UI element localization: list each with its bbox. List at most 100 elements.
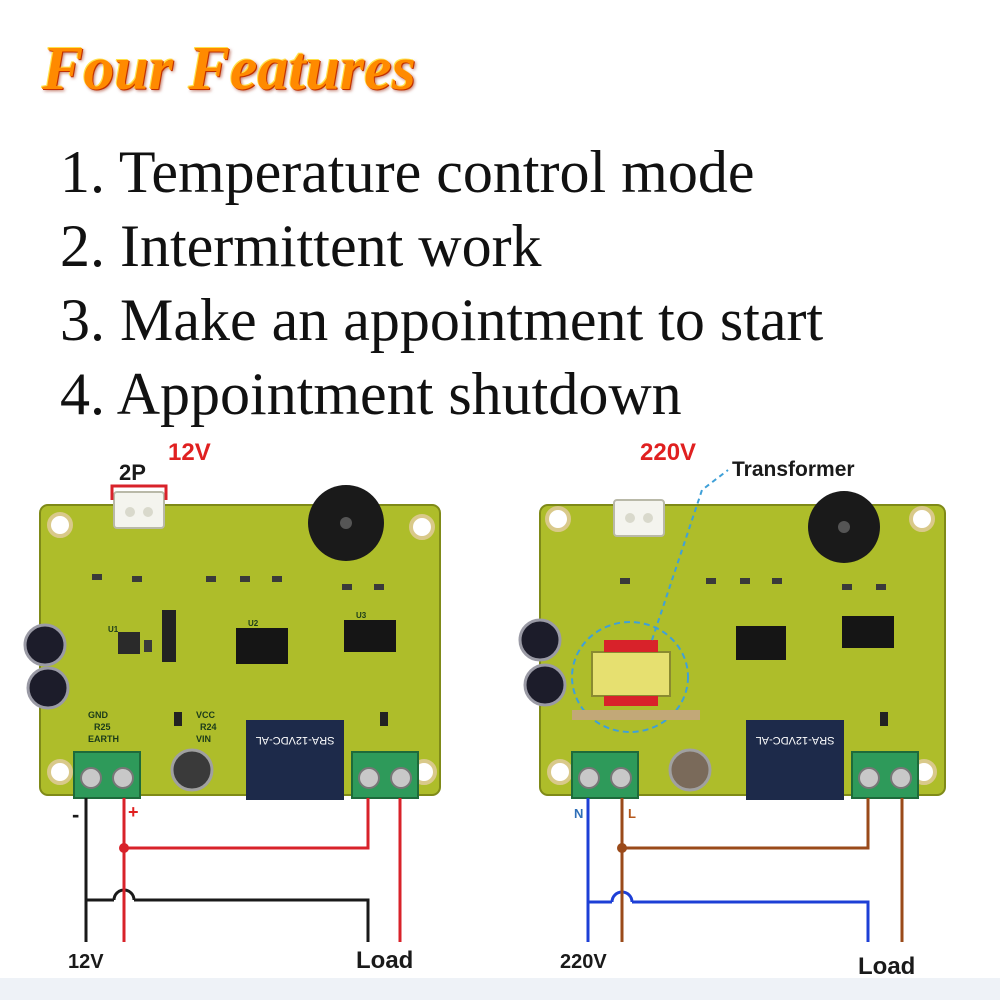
smd-part — [772, 578, 782, 584]
pcb-label: VIN — [196, 734, 211, 744]
wire-black — [134, 898, 370, 942]
neutral-label: N — [574, 806, 583, 821]
load-label: Load — [356, 947, 413, 974]
minus-label: - — [72, 802, 79, 827]
wire-junction — [617, 843, 627, 853]
smd-part — [240, 576, 250, 582]
smd-part — [876, 584, 886, 590]
ic-chip — [736, 626, 786, 660]
wire-black — [84, 798, 114, 902]
supply-label: 220V — [560, 951, 607, 973]
ic-chip — [236, 628, 288, 664]
wire-blue — [586, 798, 612, 904]
right-board: SRA-12VDC-AL 220V Transformer N L 220V L… — [518, 439, 946, 980]
voltage-label: 12V — [168, 439, 211, 466]
line-label: L — [628, 806, 636, 821]
mounting-hole — [909, 506, 935, 532]
connector-pin — [625, 513, 635, 523]
pcb-label: VCC — [196, 710, 216, 720]
smd-part — [92, 574, 102, 580]
pcb-label: EARTH — [88, 734, 119, 744]
smd-part — [174, 712, 182, 726]
pcb-label: U1 — [108, 625, 119, 634]
buzzer-hole — [838, 521, 850, 533]
connector-pin — [125, 507, 135, 517]
pcb-label: R24 — [200, 722, 217, 732]
terminal-screw — [390, 767, 412, 789]
capacitor — [170, 748, 214, 792]
feature-item: 3. Make an appointment to start — [60, 287, 824, 353]
pcb-label: GND — [88, 710, 109, 720]
smd-part — [880, 712, 888, 726]
connector-bracket — [110, 484, 168, 500]
voltage-label: 220V — [640, 439, 696, 466]
terminal-screw — [858, 767, 880, 789]
connector-2p — [113, 491, 165, 529]
relay-label: SRA-12VDC-AL — [756, 734, 835, 746]
capacitor — [23, 623, 67, 667]
relay — [246, 720, 344, 800]
smd-part — [740, 578, 750, 584]
smd-part — [342, 584, 352, 590]
wire-blue — [632, 900, 870, 942]
terminal-screw — [358, 767, 380, 789]
voltage-regulator — [118, 632, 140, 654]
connector-label: 2P — [119, 460, 146, 485]
relay-label: SRA-12VDC-AL — [256, 734, 335, 746]
capacitor — [523, 663, 567, 707]
header-pins — [162, 610, 176, 662]
buzzer-hole — [340, 517, 352, 529]
terminal-screw — [578, 767, 600, 789]
pcb-label: U2 — [248, 619, 259, 628]
features-list: 1. Temperature control mode 2. Intermitt… — [60, 135, 823, 431]
relay — [746, 720, 844, 800]
feature-item: 1. Temperature control mode — [60, 139, 755, 205]
capacitor — [26, 666, 70, 710]
plus-label: + — [128, 802, 139, 822]
page-title: Four Features — [42, 35, 416, 103]
load-label: Load — [858, 953, 915, 980]
capacitor — [668, 748, 712, 792]
terminal-screw — [112, 767, 134, 789]
ic-chip — [842, 616, 894, 648]
mounting-hole — [47, 512, 73, 538]
smd-part — [706, 578, 716, 584]
transformer-strip — [572, 710, 700, 720]
feature-item: 2. Intermittent work — [60, 213, 542, 279]
smd-part — [272, 576, 282, 582]
capacitor — [518, 618, 562, 662]
wire-junction — [119, 843, 129, 853]
transformer-highlight — [571, 621, 689, 733]
smd-part — [842, 584, 852, 590]
mounting-hole — [47, 759, 73, 785]
connector-pin — [143, 507, 153, 517]
transformer-bobbin — [604, 640, 658, 652]
smd-part — [132, 576, 142, 582]
smd-part — [374, 584, 384, 590]
feature-item: 4. Appointment shutdown — [60, 361, 682, 427]
mounting-hole — [409, 514, 435, 540]
mounting-hole — [547, 759, 573, 785]
transformer — [591, 651, 671, 697]
pcb-label: U3 — [356, 611, 367, 620]
smd-part — [206, 576, 216, 582]
smd-part — [380, 712, 388, 726]
connector-2p — [613, 499, 665, 537]
smd-part — [144, 640, 152, 652]
terminal-screw — [80, 767, 102, 789]
wire-brown — [622, 798, 870, 850]
connector-pin — [643, 513, 653, 523]
supply-label: 12V — [68, 951, 104, 973]
terminal-screw — [610, 767, 632, 789]
smd-part — [620, 578, 630, 584]
transformer-label: Transformer — [732, 458, 855, 481]
pcb-label: R25 — [94, 722, 111, 732]
terminal-screw — [890, 767, 912, 789]
ic-chip — [344, 620, 396, 652]
transformer-bobbin — [604, 696, 658, 706]
wire-red — [124, 798, 370, 850]
footer-bar — [0, 978, 1000, 1000]
mounting-hole — [545, 506, 571, 532]
left-board: SRA-12VDC-AL GND R25 EARTH VCC R24 VIN U… — [23, 439, 441, 974]
